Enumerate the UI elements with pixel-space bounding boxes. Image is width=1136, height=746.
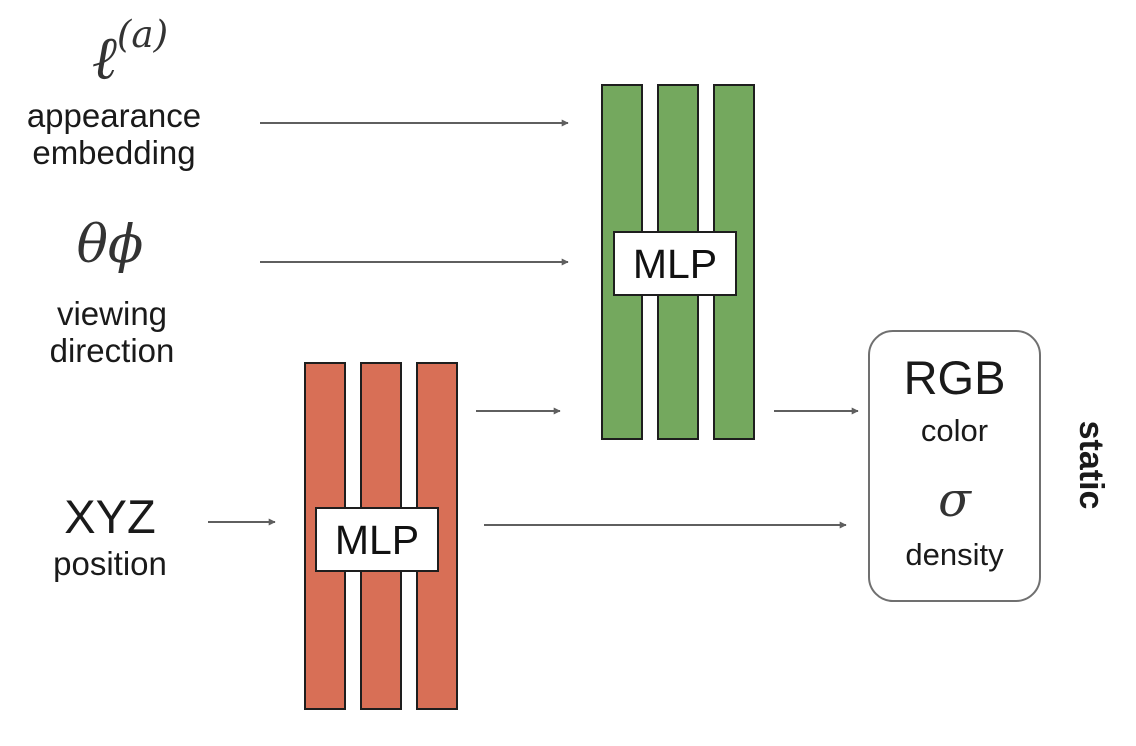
appearance-symbol-superscript: (a) [116, 12, 169, 56]
color-mlp-label: MLP [633, 241, 717, 287]
density-mlp-label: MLP [335, 517, 419, 563]
viewing-direction-label: viewing direction [14, 295, 210, 370]
density-label: density [905, 537, 1004, 572]
output-box [868, 330, 1041, 602]
sigma-symbol: σ [938, 472, 971, 528]
rgb-color-label: color [920, 413, 989, 448]
viewing-label-line2: direction [49, 331, 175, 369]
appearance-symbol-base: ℓ [91, 23, 117, 94]
appearance-symbol: ℓ(a) [60, 12, 200, 94]
viewing-symbol: θϕ [76, 215, 144, 275]
density-mlp-block: MLP [304, 362, 458, 710]
appearance-label-line1: appearance [26, 97, 202, 134]
viewing-label-line1: viewing [56, 295, 168, 332]
color-mlp-label-box [613, 231, 737, 296]
appearance-label-line2: embedding [32, 133, 196, 171]
static-side-label: static [1072, 420, 1111, 510]
rgb-title: RGB [903, 351, 1006, 404]
appearance-embedding-label: appearance embedding [0, 97, 228, 172]
density-mlp-label-box [315, 507, 439, 572]
color-mlp-block: MLP [601, 84, 755, 440]
xyz-title: XYZ [64, 490, 156, 543]
xyz-position-label: position [53, 545, 167, 582]
